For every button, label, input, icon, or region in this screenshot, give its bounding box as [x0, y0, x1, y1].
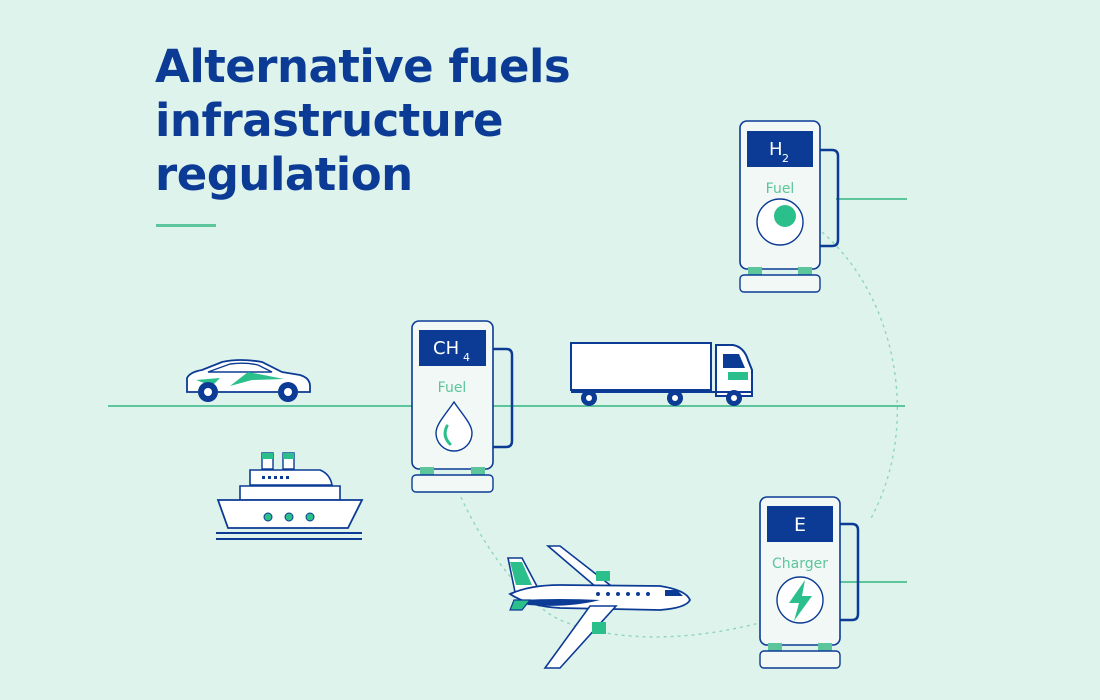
- title-underline: [156, 224, 216, 227]
- lightning-icon: [789, 580, 812, 621]
- electric-station: E Charger: [759, 496, 860, 669]
- methane-station: CH 4 Fuel: [411, 320, 514, 493]
- ch4-subscript: 4: [463, 351, 470, 364]
- truck-icon: [570, 342, 753, 406]
- h2-label: H: [769, 139, 783, 160]
- water-drop-icon: [435, 400, 473, 452]
- e-label: E: [794, 514, 806, 536]
- e-caption: Charger: [772, 556, 828, 572]
- ship-icon: [216, 452, 364, 540]
- dashed-circle-path: [459, 231, 899, 638]
- h2-fuel-dot-icon: [774, 205, 796, 227]
- h2-caption: Fuel: [766, 181, 795, 197]
- car-icon: [186, 359, 311, 402]
- airplane-icon: [507, 545, 691, 669]
- ch4-label: CH: [433, 338, 459, 359]
- hydrogen-station: H 2 Fuel: [739, 120, 840, 293]
- h2-subscript: 2: [782, 152, 789, 165]
- page-title: Alternative fuels infrastructure regulat…: [155, 40, 571, 202]
- title-line-3: regulation: [155, 148, 413, 201]
- ch4-caption: Fuel: [438, 380, 467, 396]
- title-line-1: Alternative fuels: [155, 40, 571, 93]
- title-line-2: infrastructure: [155, 94, 504, 147]
